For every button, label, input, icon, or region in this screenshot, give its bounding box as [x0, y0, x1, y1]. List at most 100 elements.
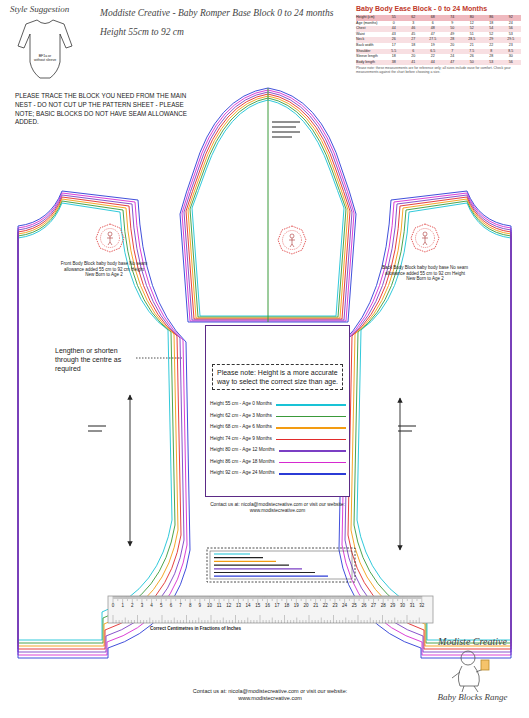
ruler-number-holder: 8	[185, 603, 195, 609]
ruler-tick	[124, 596, 125, 599]
ruler-number: 31	[407, 603, 417, 609]
table-cell: 0	[384, 21, 404, 26]
ruler-tick	[171, 596, 172, 599]
table-cell: 22	[423, 54, 443, 59]
ruler-number: 17	[272, 603, 282, 609]
front-outline	[18, 197, 181, 649]
notch-line	[214, 553, 250, 554]
ruler-tick	[165, 596, 166, 599]
ruler-tick	[412, 596, 413, 603]
table-cell: Chest	[356, 26, 384, 31]
ruler-tick	[244, 596, 245, 599]
ruler-tick	[348, 620, 349, 623]
ruler-tick	[193, 596, 194, 599]
ruler-tick	[177, 596, 178, 599]
ruler-tick	[365, 596, 366, 599]
ruler-tick	[154, 596, 155, 599]
ruler-tick	[174, 618, 175, 624]
ruler-tick	[182, 596, 183, 599]
ruler-tick	[338, 596, 339, 599]
table-cell: Body length	[356, 60, 384, 65]
table-cell-holder: 47	[443, 60, 463, 66]
ruler-number-holder: 2	[127, 603, 137, 609]
ruler-tick	[367, 620, 368, 623]
table-cell: 54	[482, 26, 502, 31]
table-cell: 47	[423, 32, 443, 37]
ruler-tick	[389, 596, 390, 599]
ruler-tick	[327, 596, 328, 599]
ruler-tick	[387, 596, 388, 599]
ruler-tick	[140, 596, 141, 599]
ruler-tick	[304, 596, 305, 599]
ruler-tick	[354, 596, 355, 603]
ruler-tick	[250, 596, 251, 599]
ruler-tick	[247, 618, 248, 624]
piece-label: Front Body Block baby body base No seam …	[60, 261, 148, 278]
ruler-tick	[140, 596, 141, 599]
sleeve-outline	[180, 88, 356, 322]
ruler-tick	[356, 596, 357, 599]
ruler-tick	[308, 596, 309, 599]
ruler-note: Correct Centimetres in Fractions of Inch…	[150, 626, 350, 632]
ruler-tick	[341, 596, 342, 599]
ruler-tick	[230, 596, 231, 599]
ruler-tick	[153, 596, 154, 599]
ruler-tick	[162, 596, 163, 599]
ruler-tick	[414, 596, 415, 599]
ruler-number-holder: 22	[320, 603, 330, 609]
ruler-tick	[247, 596, 248, 599]
ruler-tick	[312, 620, 313, 623]
logo-stamp	[96, 224, 124, 252]
grain-line	[268, 88, 269, 322]
ruler-number-holder: 0	[108, 603, 118, 609]
ruler-number: 30	[398, 603, 408, 609]
piece-label-holder: Front Body Block baby body base No seam …	[60, 261, 148, 278]
ruler-number-holder: 3	[137, 603, 147, 609]
notch-line	[214, 557, 263, 558]
trace-instruction: PLEASE TRACE THE BLOCK YOU NEED FROM THE…	[15, 92, 201, 127]
legend-swatch	[276, 427, 346, 429]
ruler-tick	[321, 618, 322, 624]
ruler-tick	[392, 596, 393, 603]
ruler-tick	[215, 596, 216, 599]
ruler-tick	[212, 596, 213, 599]
ruler-number: 9	[195, 603, 205, 609]
ruler-tick	[315, 620, 316, 623]
ruler-tick	[306, 596, 307, 599]
ruler-tick	[125, 596, 126, 599]
ruler-tick	[114, 596, 115, 599]
ruler-tick	[326, 596, 327, 599]
ruler-tick	[237, 596, 238, 599]
ruler-tick	[228, 596, 229, 603]
table-cell: 53	[482, 60, 502, 65]
ruler-tick	[420, 596, 421, 599]
ruler-tick	[148, 596, 149, 599]
trace-instruction-holder: PLEASE TRACE THE BLOCK YOU NEED FROM THE…	[15, 92, 201, 127]
ruler-number-holder: 9	[195, 603, 205, 609]
ruler-tick	[147, 596, 148, 599]
ruler-tick	[373, 620, 374, 623]
ruler-number-holder: 29	[388, 603, 398, 609]
ruler-tick	[321, 596, 322, 599]
ruler-tick	[371, 596, 372, 599]
ruler-tick	[406, 596, 407, 599]
ruler-tick	[121, 596, 122, 599]
ruler-tick	[162, 615, 163, 623]
table-cell: 29.5	[501, 37, 521, 42]
ruler-tick	[262, 596, 263, 601]
ruler-number: 24	[340, 603, 350, 609]
ruler-tick	[284, 615, 285, 623]
ruler-tick	[249, 596, 250, 599]
ruler-tick	[383, 596, 384, 603]
ruler-number-holder: 32	[417, 603, 427, 609]
ruler-number: 12	[224, 603, 234, 609]
ruler-tick	[150, 596, 151, 599]
ruler-tick	[361, 596, 362, 599]
ruler-tick	[152, 596, 153, 599]
ruler-tick	[208, 596, 209, 599]
ruler-tick	[184, 596, 185, 599]
ruler-tick	[292, 596, 293, 599]
legend-text: Height 92 cm - Age 24 Months	[210, 470, 270, 476]
ruler-tick	[202, 596, 203, 599]
table-cell: 6.5	[423, 49, 443, 54]
